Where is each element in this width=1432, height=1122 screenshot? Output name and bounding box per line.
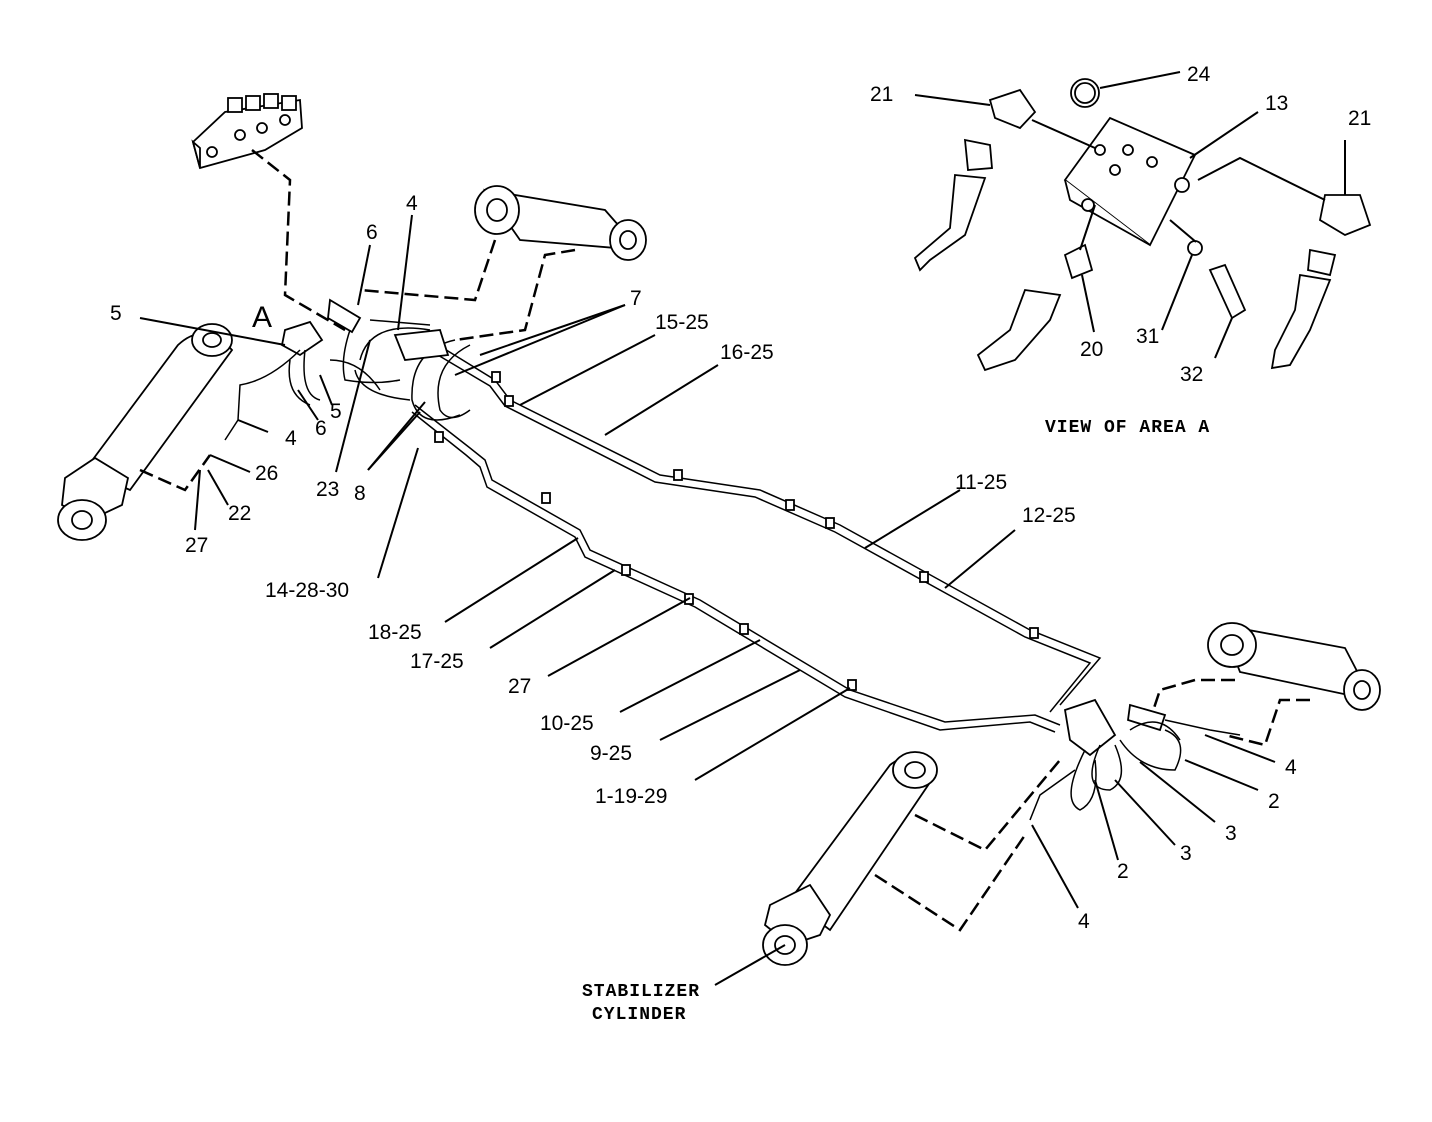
label-11-25: 11-25 [955,471,1007,494]
label-23: 23 [316,478,339,501]
label-5: 5 [330,400,342,423]
label-22: 22 [228,502,251,525]
label-32: 32 [1180,363,1203,386]
label-17-25: 17-25 [410,650,464,673]
caption-stabilizer: STABILIZER [582,982,700,1002]
cylinder-top [359,185,647,342]
label-3: 3 [1225,822,1237,845]
label-21: 21 [870,83,893,106]
control-valve [191,93,303,170]
label-3: 3 [1180,842,1192,865]
caption-cylinder: CYLINDER [592,1005,686,1025]
callout-labels: 5 A 6 4 7 15-25 16-25 4 6 5 26 22 27 23 … [110,63,1371,933]
label-27: 27 [508,675,531,698]
label-16-25: 16-25 [720,341,774,364]
label-24: 24 [1187,63,1211,86]
captions: VIEW OF AREA A STABILIZER CYLINDER [582,418,1210,1025]
area-a-detail [913,78,1372,372]
label-4: 4 [1285,756,1297,779]
label-7: 7 [630,287,642,310]
label-18-25: 18-25 [368,621,422,644]
label-2: 2 [1268,790,1280,813]
label-8: 8 [354,482,366,505]
leader-lines [139,71,1346,986]
label-5: 5 [110,302,122,325]
label-13: 13 [1265,92,1288,115]
label-6: 6 [366,221,378,244]
manifold-left [224,298,450,441]
label-1-19-29: 1-19-29 [595,785,667,808]
cylinder-right [1148,622,1381,747]
label-10-25: 10-25 [540,712,594,735]
label-20: 20 [1080,338,1103,361]
label-21: 21 [1348,107,1371,130]
label-14-28-30: 14-28-30 [265,579,349,602]
pilot-line-valve [251,149,346,332]
label-4: 4 [1078,910,1090,933]
cylinder-bottom [762,751,1061,966]
label-area-a: A [252,301,272,334]
caption-view-of-area-a: VIEW OF AREA A [1045,418,1210,438]
label-15-25: 15-25 [655,311,709,334]
label-4: 4 [285,427,297,450]
label-31: 31 [1136,325,1159,348]
label-2: 2 [1117,860,1129,883]
tube-bundle [354,327,1102,733]
label-27: 27 [185,534,208,557]
label-4: 4 [406,192,418,215]
cylinder-left [57,323,234,541]
label-26: 26 [255,462,278,485]
clamps [434,371,1039,691]
label-12-25: 12-25 [1022,504,1076,527]
manifold-right [1029,698,1241,821]
label-9-25: 9-25 [590,742,632,765]
label-6: 6 [315,417,327,440]
